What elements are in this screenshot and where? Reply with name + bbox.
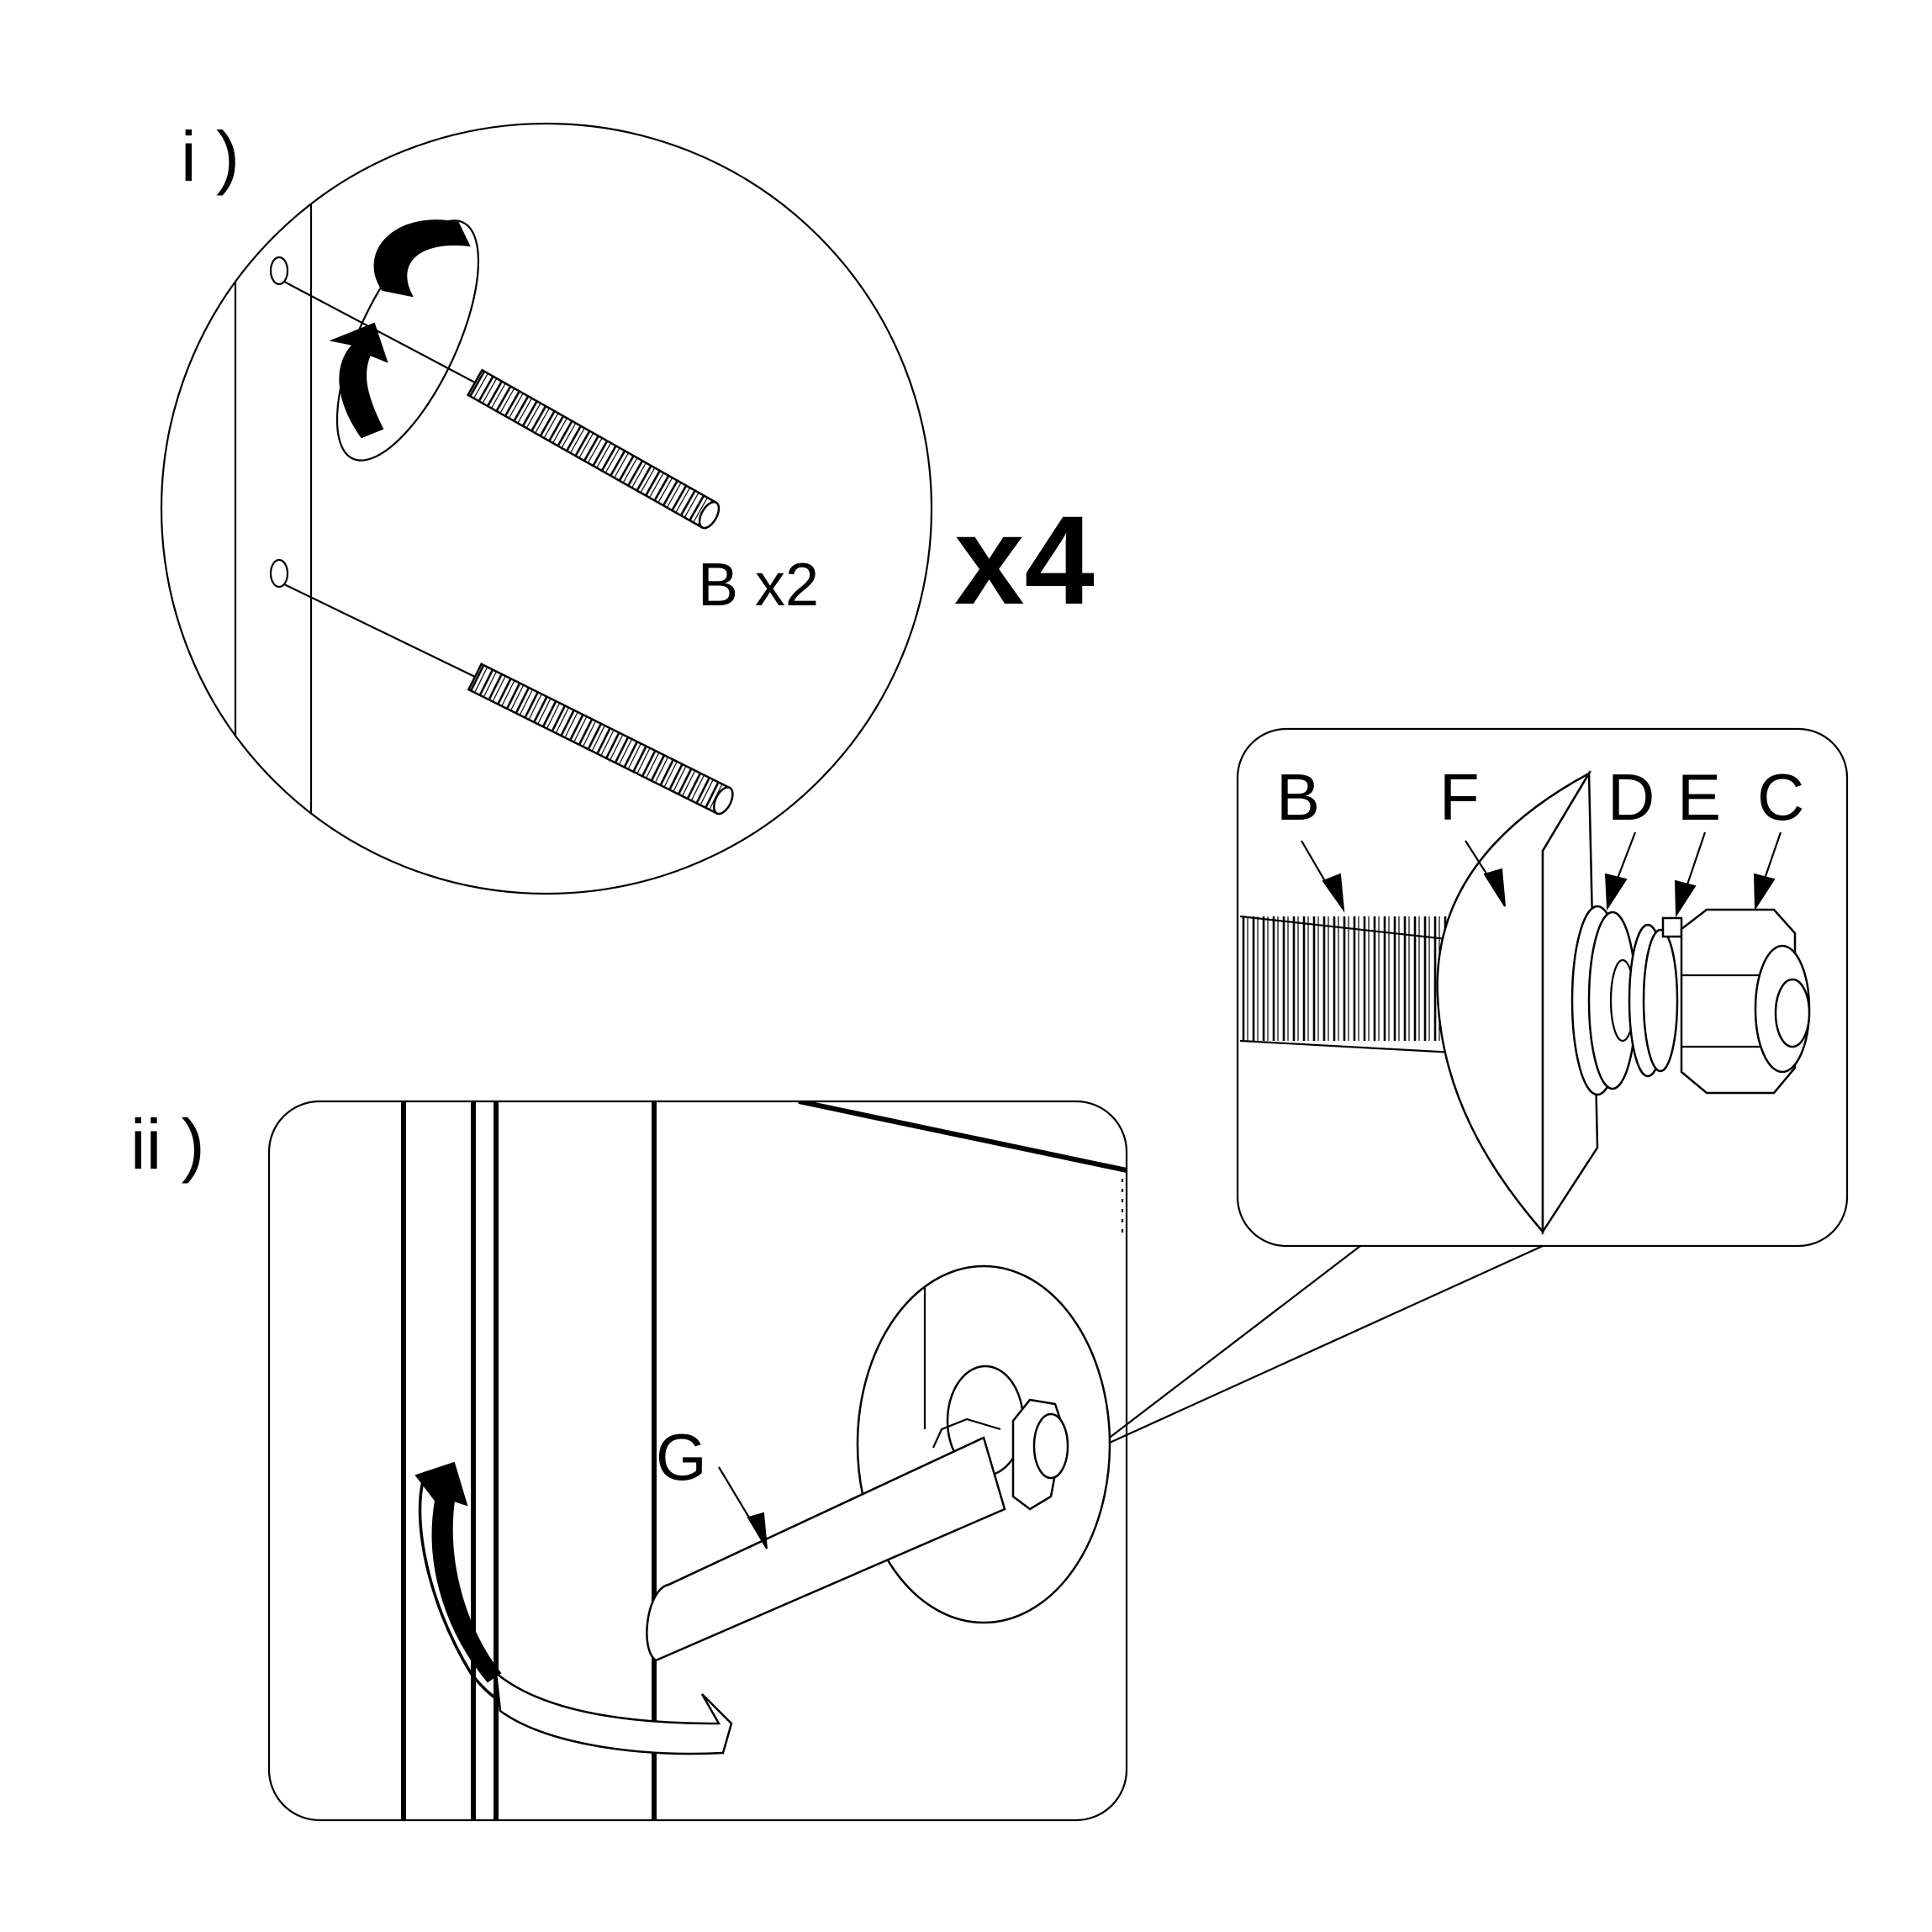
hole-bottom: [269, 558, 289, 589]
part-d: [1570, 905, 1638, 1096]
step-1-label: i ): [181, 117, 240, 196]
step-2-panel: G: [267, 1100, 1128, 1822]
guide-line-top: [283, 281, 476, 383]
part-f: [1436, 769, 1599, 1236]
part-e: [1628, 916, 1683, 1078]
wrench-g: [646, 1417, 1006, 1662]
label-f: F: [1439, 760, 1480, 834]
label-e: E: [1677, 760, 1721, 834]
guide-line-bottom: [283, 583, 476, 678]
tool-g-label: G: [656, 1420, 707, 1494]
rotate-arrow-icon-step2: [414, 1461, 733, 1755]
bolt-b: [1239, 915, 1455, 1054]
leader-arrows: [1301, 831, 1782, 918]
threaded-rod-bottom: [467, 662, 734, 816]
label-c: C: [1757, 760, 1804, 834]
bolt-quantity-label: B x2: [698, 552, 819, 619]
label-d: D: [1607, 760, 1655, 834]
detail-callout: B F D E C: [1092, 727, 1849, 1452]
label-b: B: [1276, 760, 1320, 834]
step-1-magnifier: B x2: [160, 122, 933, 895]
rotate-arrow-icon: [329, 219, 480, 462]
threaded-rod-top: [466, 368, 721, 530]
part-c: [1680, 908, 1811, 1095]
step-2-label: ii ): [130, 1105, 205, 1184]
repeat-count: x4: [954, 489, 1095, 631]
tool-g-leader: [718, 1466, 768, 1549]
hole-top: [269, 256, 289, 286]
